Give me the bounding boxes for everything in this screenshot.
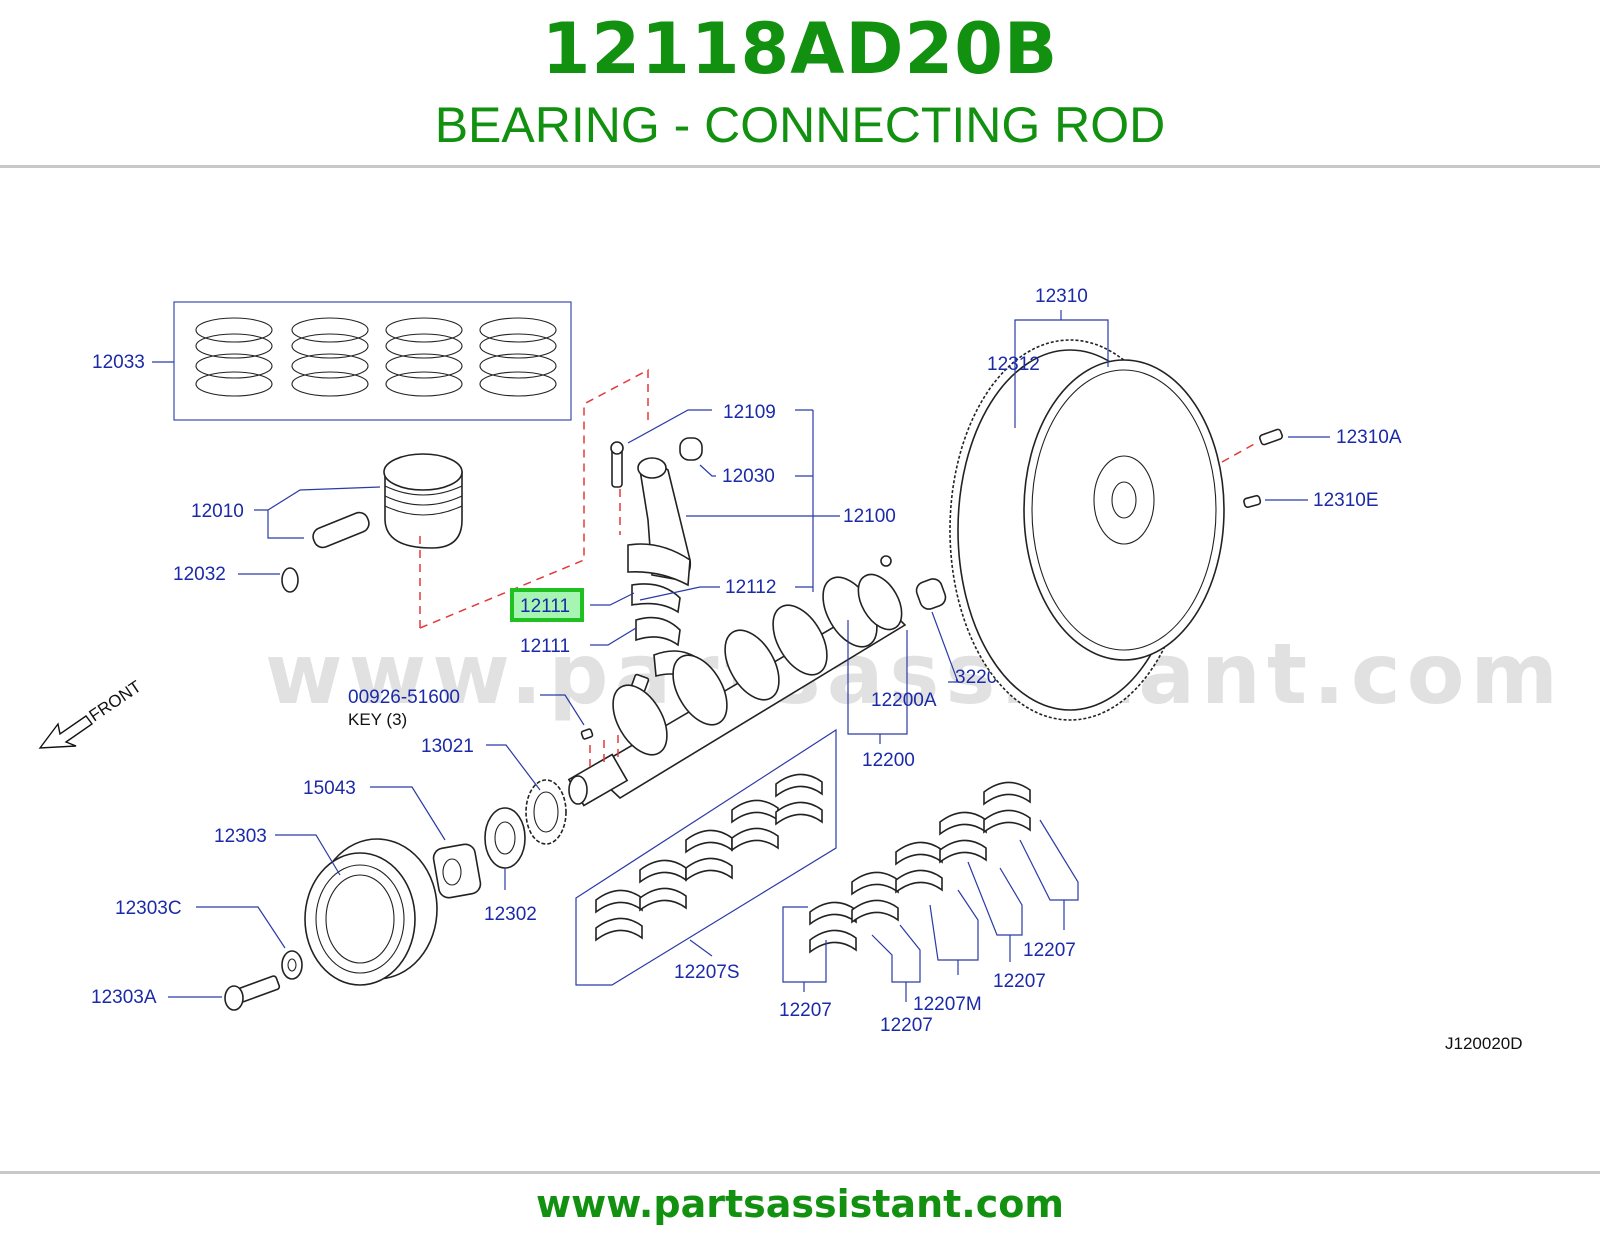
label-12109: 12109 <box>723 402 776 423</box>
part-name-subtitle: BEARING - CONNECTING ROD <box>434 97 1166 153</box>
label-12207-d: 12207 <box>1023 940 1076 961</box>
piston-ring-set <box>195 317 557 397</box>
label-12312: 12312 <box>987 354 1040 375</box>
pulley-washer: 12303C <box>115 898 303 980</box>
label-12111-highlighted[interactable]: 12111 <box>520 596 570 617</box>
footer-divider <box>0 1171 1600 1174</box>
label-12310: 12310 <box>1035 286 1088 307</box>
oil-seal: 12302 <box>484 807 537 925</box>
label-12310A: 12310A <box>1336 427 1402 448</box>
crankshaft: 12200A 12200 <box>567 555 937 807</box>
label-front: FRONT <box>86 677 145 725</box>
main-bearing-set-std: 12207S <box>575 728 837 986</box>
label-key: KEY (3) <box>348 710 407 729</box>
flywheel-assembly: 12310 12312 12310A 12310E <box>949 286 1402 721</box>
label-12207-c: 12207 <box>993 971 1046 992</box>
label-13021: 13021 <box>421 736 474 757</box>
page-header: 12118AD20B BEARING - CONNECTING ROD <box>0 0 1600 170</box>
pulley-bolt: 12303A <box>91 975 281 1011</box>
front-arrow-icon <box>38 715 93 749</box>
label-12207-b: 12207 <box>880 1015 933 1036</box>
connecting-rod-assembly: 12109 12030 12100 12112 12111 12111 <box>510 402 896 693</box>
spacer-collar: 15043 <box>303 778 482 899</box>
label-12302: 12302 <box>484 904 537 925</box>
piston-assembly: 12010 12032 <box>173 453 463 593</box>
watermark-text: www.partsassistant.com <box>265 625 1564 723</box>
label-12207M: 12207M <box>913 994 982 1015</box>
main-bearing-set-selective: 12207 12207 12207M 12207 12207 <box>779 781 1079 1036</box>
label-00926-51600: 00926-51600 <box>348 687 460 708</box>
label-12200: 12200 <box>862 750 915 771</box>
label-12032: 12032 <box>173 564 226 585</box>
highlight-box-12111[interactable] <box>510 588 584 622</box>
label-12303: 12303 <box>214 826 267 847</box>
label-12112: 12112 <box>725 577 776 598</box>
label-12207S: 12207S <box>674 962 740 983</box>
key-part: 00926-51600 KEY (3) <box>348 687 594 740</box>
parts-diagram: www.partsassistant.com 12033 <box>38 286 1564 1053</box>
label-12033: 12033 <box>92 352 145 373</box>
label-12200A: 12200A <box>871 690 937 711</box>
label-12303A: 12303A <box>91 987 157 1008</box>
crank-sprocket: 13021 <box>421 736 567 845</box>
assembly-guide-line <box>419 368 649 629</box>
label-12207-a: 12207 <box>779 1000 832 1021</box>
piston-rings-group: 12033 <box>92 301 572 421</box>
label-12030: 12030 <box>722 466 775 487</box>
footer-website[interactable]: www.partsassistant.com <box>536 1182 1064 1226</box>
label-12010: 12010 <box>191 501 244 522</box>
header-divider <box>0 165 1600 168</box>
front-indicator: FRONT <box>38 677 145 749</box>
label-12310E: 12310E <box>1313 490 1379 511</box>
part-number-title: 12118AD20B <box>541 8 1059 90</box>
diagram-code: J120020D <box>1445 1034 1523 1053</box>
crank-pulley: 12303 <box>214 826 438 986</box>
label-12100: 12100 <box>843 506 896 527</box>
label-12303C: 12303C <box>115 898 182 919</box>
label-15043: 15043 <box>303 778 356 799</box>
label-12111: 12111 <box>520 636 570 657</box>
